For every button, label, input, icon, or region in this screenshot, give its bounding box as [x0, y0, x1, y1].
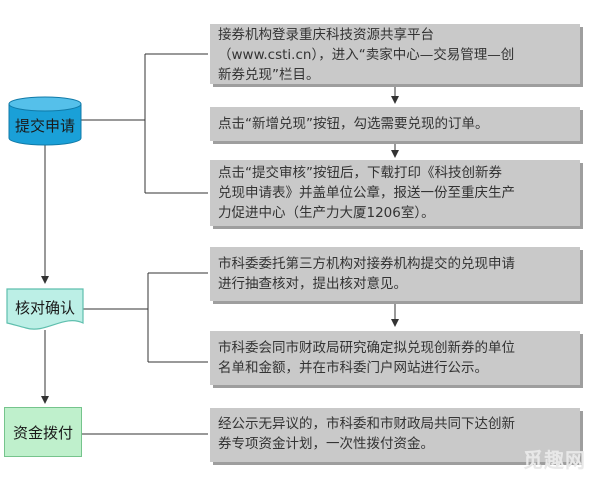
pay-node: 资金拨付: [4, 407, 82, 457]
step-5-line-2: 名单和金额，并在市科委门户网站进行公示。: [218, 360, 488, 376]
step-5-line-1: 市科委会同市财政局研究确定拟兑现创新券的单位: [218, 340, 515, 356]
verify-label: 核对确认: [14, 298, 75, 317]
step-2-line-1: 点击“新增兑现”按钮，勾选需要兑现的订单。: [218, 116, 489, 132]
step-4-line-2: 进行抽查核对，提出核对意见。: [218, 276, 407, 292]
step-1-line-3: 新券兑现”栏目。: [218, 67, 320, 83]
step-3-line-3: 力促进中心（生产力大厦1206室）。: [218, 205, 435, 221]
step-3-line-2: 兑现申请表》并盖单位公章，报送一份至重庆生产: [218, 185, 515, 201]
step-box-2: 点击“新增兑现”按钮，勾选需要兑现的订单。: [210, 107, 580, 141]
document-shape: [6, 288, 84, 330]
bracket-verify: [82, 272, 208, 363]
verify-node: 核对确认: [6, 288, 84, 332]
step-box-3: 点击“提交审核”按钮后，下载打印《科技创新券 兑现申请表》并盖单位公章，报送一份…: [210, 160, 580, 226]
submit-node: 提交申请: [8, 96, 82, 146]
step-3-line-1: 点击“提交审核”按钮后，下载打印《科技创新券: [218, 165, 502, 181]
watermark-logo: 觅趣网: [523, 448, 586, 472]
step-6-line-1: 经公示无异议的，市科委和市财政局共同下达创新: [218, 416, 515, 432]
bracket-submit: [80, 53, 208, 194]
step-box-4: 市科委委托第三方机构对接券机构提交的兑现申请 进行抽查核对，提出核对意见。: [210, 247, 580, 301]
submit-label: 提交申请: [14, 116, 75, 135]
step-box-5: 市科委会同市财政局研究确定拟兑现创新券的单位 名单和金额，并在市科委门户网站进行…: [210, 331, 580, 385]
cylinder-shape: [8, 96, 82, 146]
step-1-line-1: 接券机构登录重庆科技资源共享平台: [218, 27, 434, 43]
step-1-line-2: （www.csti.cn），进入“卖家中心—交易管理—创: [218, 47, 515, 63]
step-4-line-1: 市科委委托第三方机构对接券机构提交的兑现申请: [218, 256, 515, 272]
pay-label: 资金拨付: [12, 423, 73, 442]
step-box-6: 经公示无异议的，市科委和市财政局共同下达创新 券专项资金计划，一次性拨付资金。: [210, 408, 580, 462]
step-6-line-2: 券专项资金计划，一次性拨付资金。: [218, 436, 434, 452]
step-box-1: 接券机构登录重庆科技资源共享平台 （www.csti.cn），进入“卖家中心—交…: [210, 24, 580, 84]
